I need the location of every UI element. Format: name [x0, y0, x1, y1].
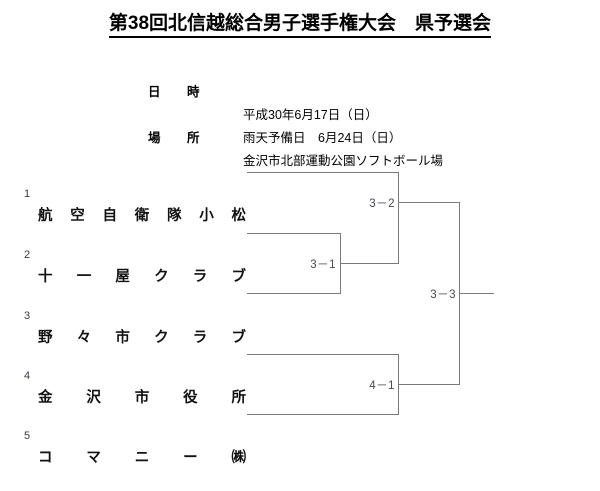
seed-name-5: コマニー㈱ — [38, 450, 246, 466]
info-label-datetime: 日 時 — [148, 85, 207, 99]
bracket-seed-5: 5 コマニー㈱ — [0, 403, 260, 466]
info-row-venue: 場 所 金沢市北部運動公園ソフトボール場 — [0, 104, 600, 168]
match-label-4-1: 4－1 — [369, 380, 395, 392]
info-label-venue: 場 所 — [148, 131, 207, 145]
seed-number-1: 1 — [23, 188, 31, 200]
info-row-datetime: 日 時 平成30年6月17日（日） — [0, 58, 600, 122]
bracket-line-winner-3-2 — [398, 202, 459, 203]
bracket-line-seed-3 — [247, 293, 341, 294]
bracket-line-winner-3-1 — [340, 263, 399, 264]
bracket-line-seed-4 — [247, 354, 399, 355]
seed-number-3: 3 — [23, 310, 31, 322]
seed-number-2: 2 — [23, 249, 31, 261]
bracket-line-seed-1 — [247, 172, 399, 173]
bracket-seed-3: 3 野々市クラブ — [0, 283, 260, 346]
bracket-line-winner-3-3 — [459, 293, 494, 294]
match-label-3-2: 3－2 — [369, 198, 395, 210]
bracket-line-seed-2 — [247, 233, 341, 234]
seed-number-4: 4 — [23, 370, 31, 382]
seed-number-5: 5 — [23, 430, 31, 442]
page-title: 第38回北信越総合男子選手権大会 県予選会 — [0, 8, 600, 38]
bracket-line-winner-4-1 — [398, 384, 459, 385]
bracket-seed-4: 4 金沢市役所 — [0, 343, 260, 406]
info-row-raindate: 雨天予備日 6月24日（日） — [0, 81, 600, 145]
seed-name-3: 野々市クラブ — [38, 330, 246, 346]
seed-name-2: 十一屋クラブ — [38, 269, 246, 285]
page-title-text: 第38回北信越総合男子選手権大会 県予選会 — [108, 8, 492, 38]
seed-name-4: 金沢市役所 — [38, 390, 246, 406]
match-label-3-1: 3－1 — [310, 259, 336, 271]
bracket-connector-3-2 — [398, 172, 399, 264]
bracket-seed-1: 1 航空自衛隊小松 — [0, 161, 260, 224]
info-value-datetime: 平成30年6月17日（日） — [243, 108, 378, 122]
bracket-seed-2: 2 十一屋クラブ — [0, 222, 260, 285]
seed-name-1: 航空自衛隊小松 — [38, 208, 246, 224]
tournament-bracket: 1 航空自衛隊小松 2 十一屋クラブ 3 野々市クラブ 4 金沢市役所 5 コマ… — [0, 161, 494, 466]
match-label-3-3: 3－3 — [430, 289, 456, 301]
info-value-venue: 金沢市北部運動公園ソフトボール場 — [243, 154, 444, 168]
event-info-block: 日 時 平成30年6月17日（日） 雨天予備日 6月24日（日） 場 所 金沢市… — [0, 58, 600, 168]
info-value-raindate: 雨天予備日 6月24日（日） — [243, 131, 402, 145]
bracket-line-seed-5 — [247, 414, 399, 415]
